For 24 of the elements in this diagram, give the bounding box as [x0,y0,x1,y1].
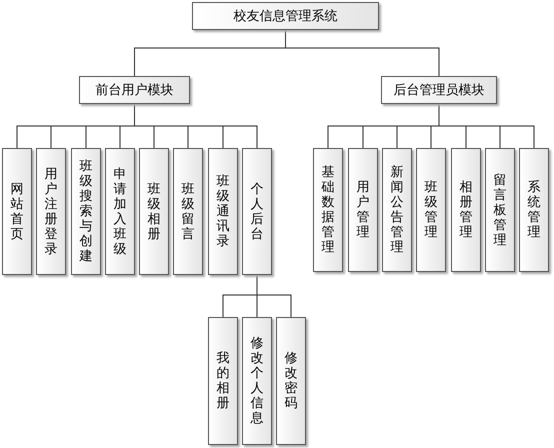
module-box: 新闻公告管理 [382,148,412,272]
module-box: 班级管理 [416,148,446,272]
module-box: 相册管理 [451,148,481,272]
module-box: 班级搜索与创建 [71,148,101,275]
module-box: 修改密码 [276,317,306,445]
module-box: 系统管理 [519,148,549,272]
module-box: 校友信息管理系统 [192,2,379,30]
module-box: 班级通讯录 [208,148,238,275]
module-box: 后台管理员模块 [381,76,497,104]
module-box: 用户注册登录 [36,148,66,275]
module-box: 班级留言 [173,148,203,275]
module-box: 班级相册 [139,148,169,275]
module-box: 基础数据管理 [313,148,343,272]
module-box: 前台用户模块 [79,76,190,104]
module-box: 我的相册 [208,317,238,445]
module-box: 申请加入班级 [105,148,135,275]
module-box: 留言板管理 [485,148,515,272]
module-box: 用户管理 [348,148,378,272]
connector-line [256,274,292,318]
connector-line [285,30,440,76]
module-box: 修改个人信息 [242,317,272,445]
module-box: 个人后台 [242,148,272,275]
connector-line [134,104,258,148]
module-box: 网站首页 [2,148,32,275]
